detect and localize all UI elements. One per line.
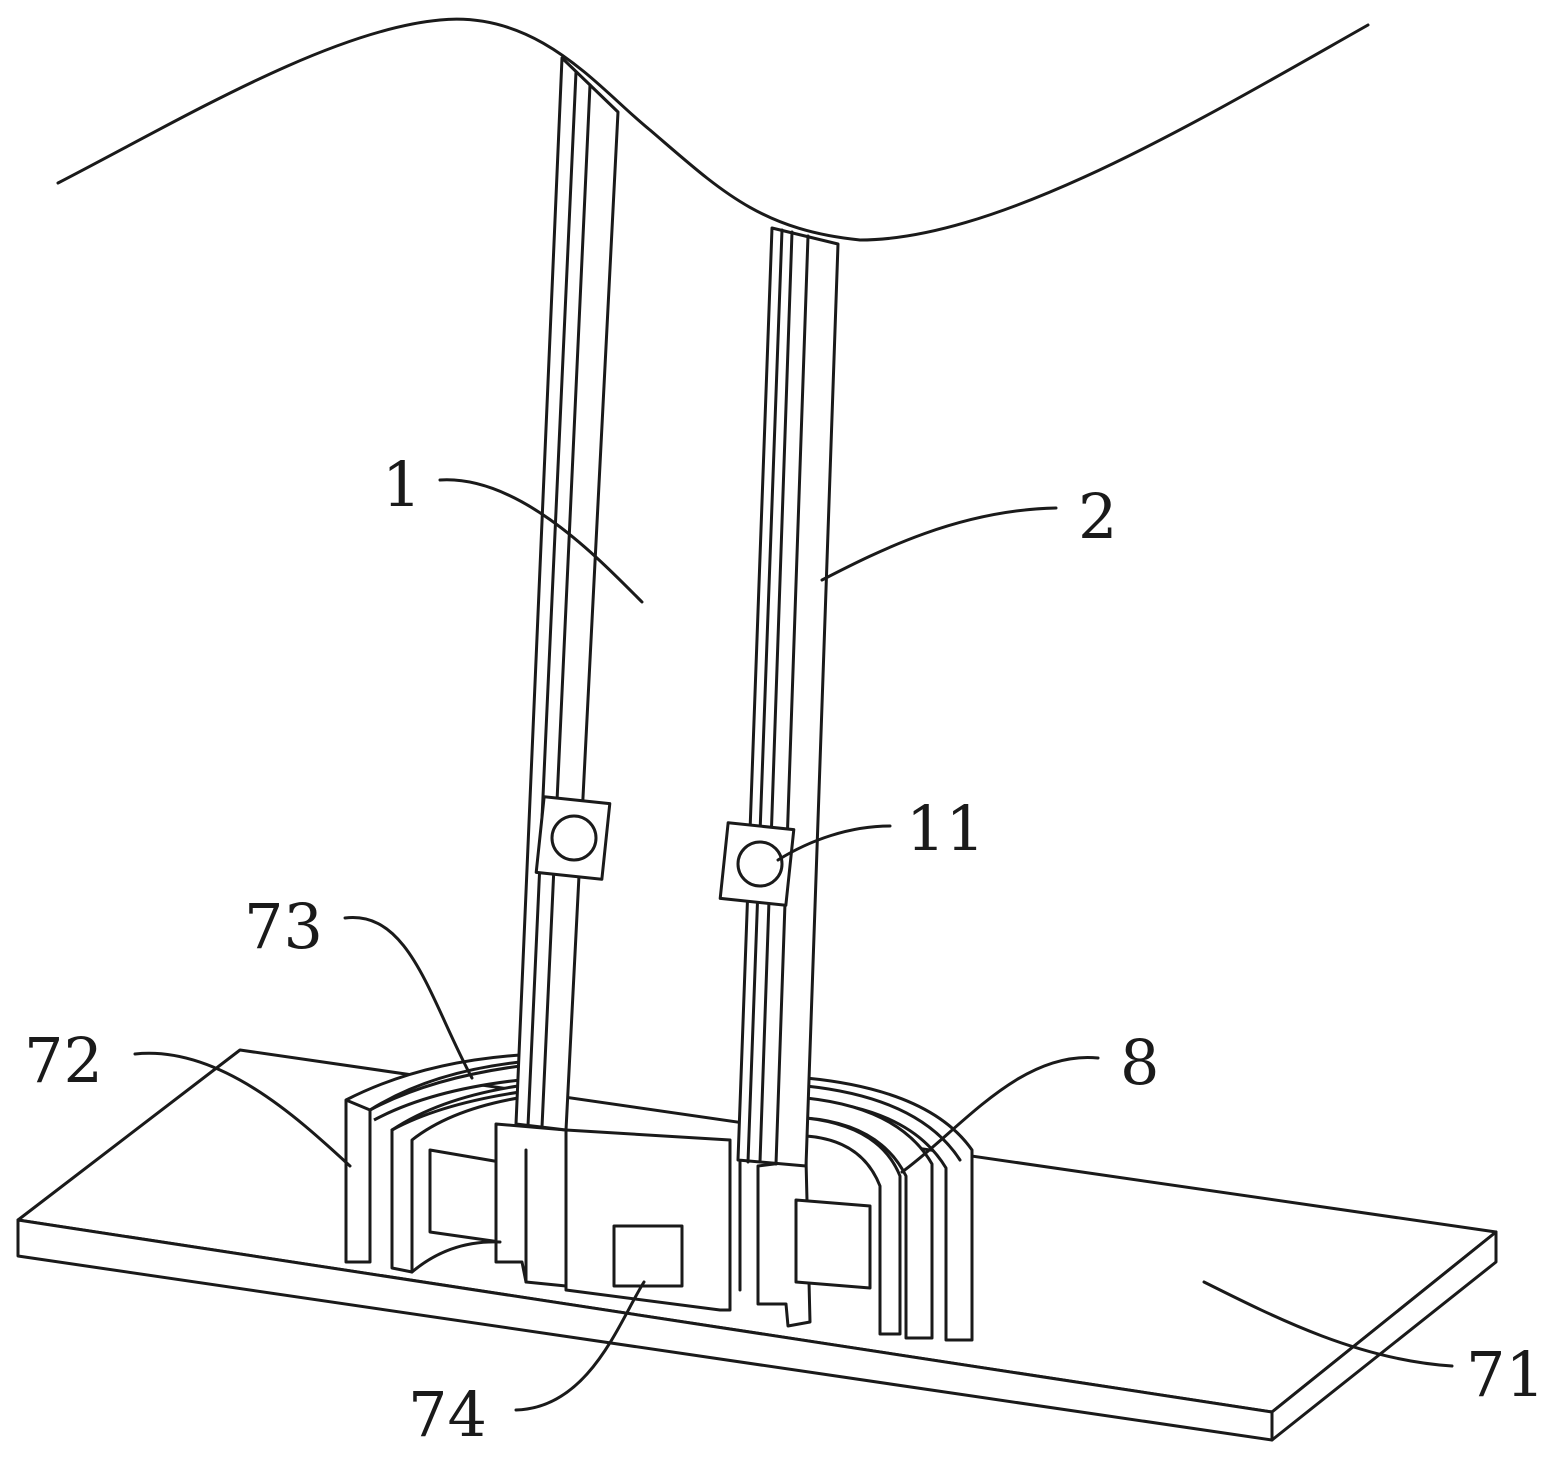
label-74: 74 xyxy=(408,1378,487,1451)
label-8: 8 xyxy=(1120,1026,1159,1099)
label-11: 11 xyxy=(906,792,985,865)
rod-left xyxy=(514,56,620,1132)
leader-73 xyxy=(343,916,474,1080)
label-73: 73 xyxy=(244,890,323,963)
central-block xyxy=(564,1128,732,1312)
slot-74 xyxy=(612,1224,684,1288)
leader-8 xyxy=(900,1056,1100,1174)
rod-right xyxy=(718,226,840,1168)
right-housing xyxy=(804,1076,974,1342)
leader-1 xyxy=(438,478,644,604)
label-1: 1 xyxy=(382,448,421,521)
fabric-contour xyxy=(56,17,1370,242)
leader-74 xyxy=(514,1280,646,1412)
label-71: 71 xyxy=(1466,1338,1545,1411)
leader-71 xyxy=(1202,1280,1454,1368)
leader-11 xyxy=(776,824,892,862)
label-2: 2 xyxy=(1078,480,1117,553)
right-clamp xyxy=(738,1128,872,1328)
label-72: 72 xyxy=(24,1024,103,1097)
leader-2 xyxy=(820,506,1058,582)
leader-72 xyxy=(133,1051,352,1168)
